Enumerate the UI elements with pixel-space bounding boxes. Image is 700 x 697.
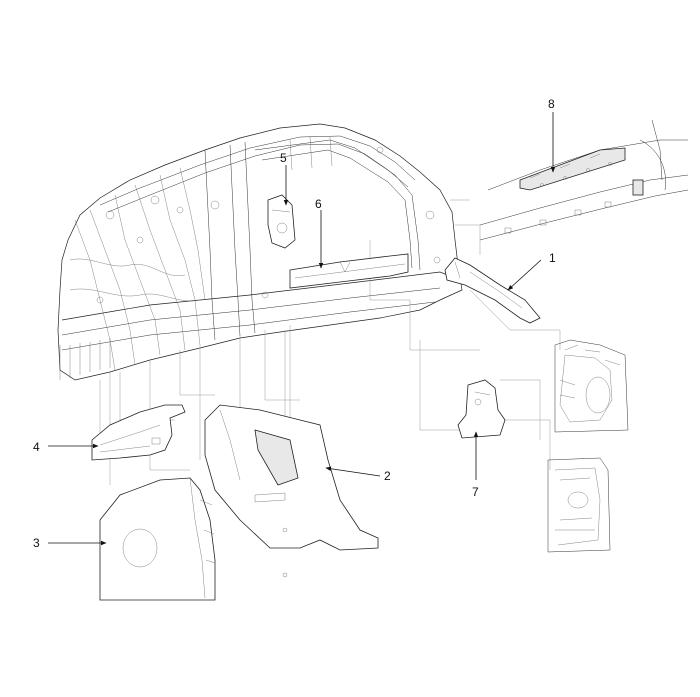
- part-7-trim-cover: [457, 379, 506, 439]
- detail-inset-lower: [547, 457, 611, 553]
- part-2-quarter-trim: [204, 404, 379, 578]
- part-1-pillar-trim: [444, 257, 541, 324]
- callout-4: 4: [33, 440, 40, 454]
- callout-3: 3: [33, 536, 40, 550]
- part-5-bracket: [267, 194, 296, 249]
- detail-inset-upper: [554, 339, 629, 433]
- callout-5: 5: [280, 151, 287, 165]
- callout-labels: 1 2 3 4 5 6 7 8: [33, 97, 556, 550]
- callout-2: 2: [384, 469, 391, 483]
- callout-7: 7: [472, 485, 479, 499]
- part-8-scuff-trim: [479, 119, 689, 241]
- body-frame-drawing: [57, 123, 463, 381]
- callout-1: 1: [549, 251, 556, 265]
- callout-8: 8: [548, 97, 555, 111]
- part-6-sill-strip: [289, 253, 409, 289]
- callout-6: 6: [315, 197, 322, 211]
- part-3-lower-panel: [99, 477, 216, 601]
- callout-leaders: [48, 112, 556, 546]
- part-4-garnish: [91, 404, 186, 461]
